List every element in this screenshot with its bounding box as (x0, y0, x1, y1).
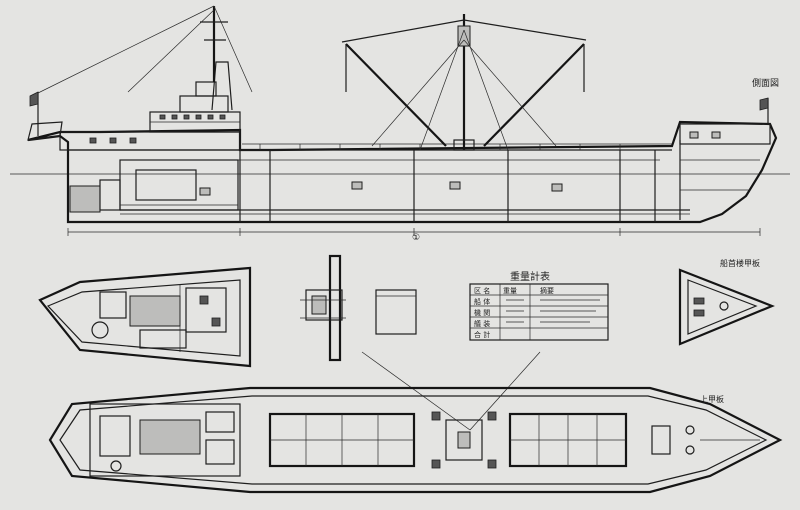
machinery-space (69, 159, 239, 213)
upper-deck-plan: 上甲板 (48, 386, 783, 494)
forecastle (679, 97, 771, 191)
superstructure-windows (89, 114, 226, 144)
aft-superstructure (27, 5, 253, 151)
table-cell-1: 船 体 (474, 297, 490, 306)
table-cell-0-2: 摘要 (540, 286, 554, 295)
table-cell-4: 合 計 (474, 330, 490, 339)
deck-rail (242, 143, 672, 150)
cargo-rigging (341, 14, 587, 151)
bow-plan-tag: 船首楼甲板 (720, 258, 760, 268)
accommodation (89, 403, 241, 477)
ensign-flag (29, 91, 39, 107)
table-cell-2: 機 関 (474, 308, 490, 317)
table-row-headers: 区 名 重量 摘要 船 体 機 関 艤 装 合 計 (474, 286, 554, 339)
aft-deck-outline (38, 266, 252, 368)
cargo-hatch-fore (508, 412, 628, 468)
engine-casing (129, 295, 181, 327)
derrick-boom-aft (345, 43, 447, 147)
weight-table: 重量計表 区 名 重量 摘要 船 体 機 関 艤 装 合 計 (469, 270, 609, 341)
profile-dimension (67, 228, 761, 236)
table-cell-0: 区 名 (474, 286, 490, 295)
table-frame (469, 283, 609, 341)
poop-deck (27, 121, 63, 141)
bow-plan-outline (678, 268, 775, 346)
cargo-hatch-aft (268, 412, 416, 468)
hatch-detail (375, 289, 417, 335)
engine-hatch (139, 419, 201, 455)
jack-flag (759, 97, 769, 111)
deck-plan-tag: 上甲板 (700, 394, 724, 404)
upper-deck-outline (48, 386, 783, 494)
hull-outline (27, 120, 778, 224)
scale-mark: ① (412, 233, 420, 243)
profile-tag: 側面図 (752, 77, 779, 89)
bow-fittings (651, 425, 760, 455)
mast-crosstree (341, 19, 587, 43)
hold-bulkheads (239, 140, 681, 222)
rigging-projection-left (361, 351, 471, 431)
hold-marks (199, 181, 563, 196)
midship-section (300, 254, 346, 362)
bow-plan: 船首楼甲板 (678, 258, 775, 346)
table-cell-0-1: 重量 (503, 287, 517, 295)
rigging-projection-right (469, 351, 541, 431)
table-handwriting (506, 299, 600, 323)
table-cell-3: 艤 装 (474, 319, 490, 328)
funnel (211, 61, 233, 111)
table-title: 重量計表 (510, 270, 550, 283)
aft-deck-plan (38, 266, 252, 368)
profile-view: 側面図 ① (10, 5, 790, 243)
mast-house (431, 411, 497, 469)
